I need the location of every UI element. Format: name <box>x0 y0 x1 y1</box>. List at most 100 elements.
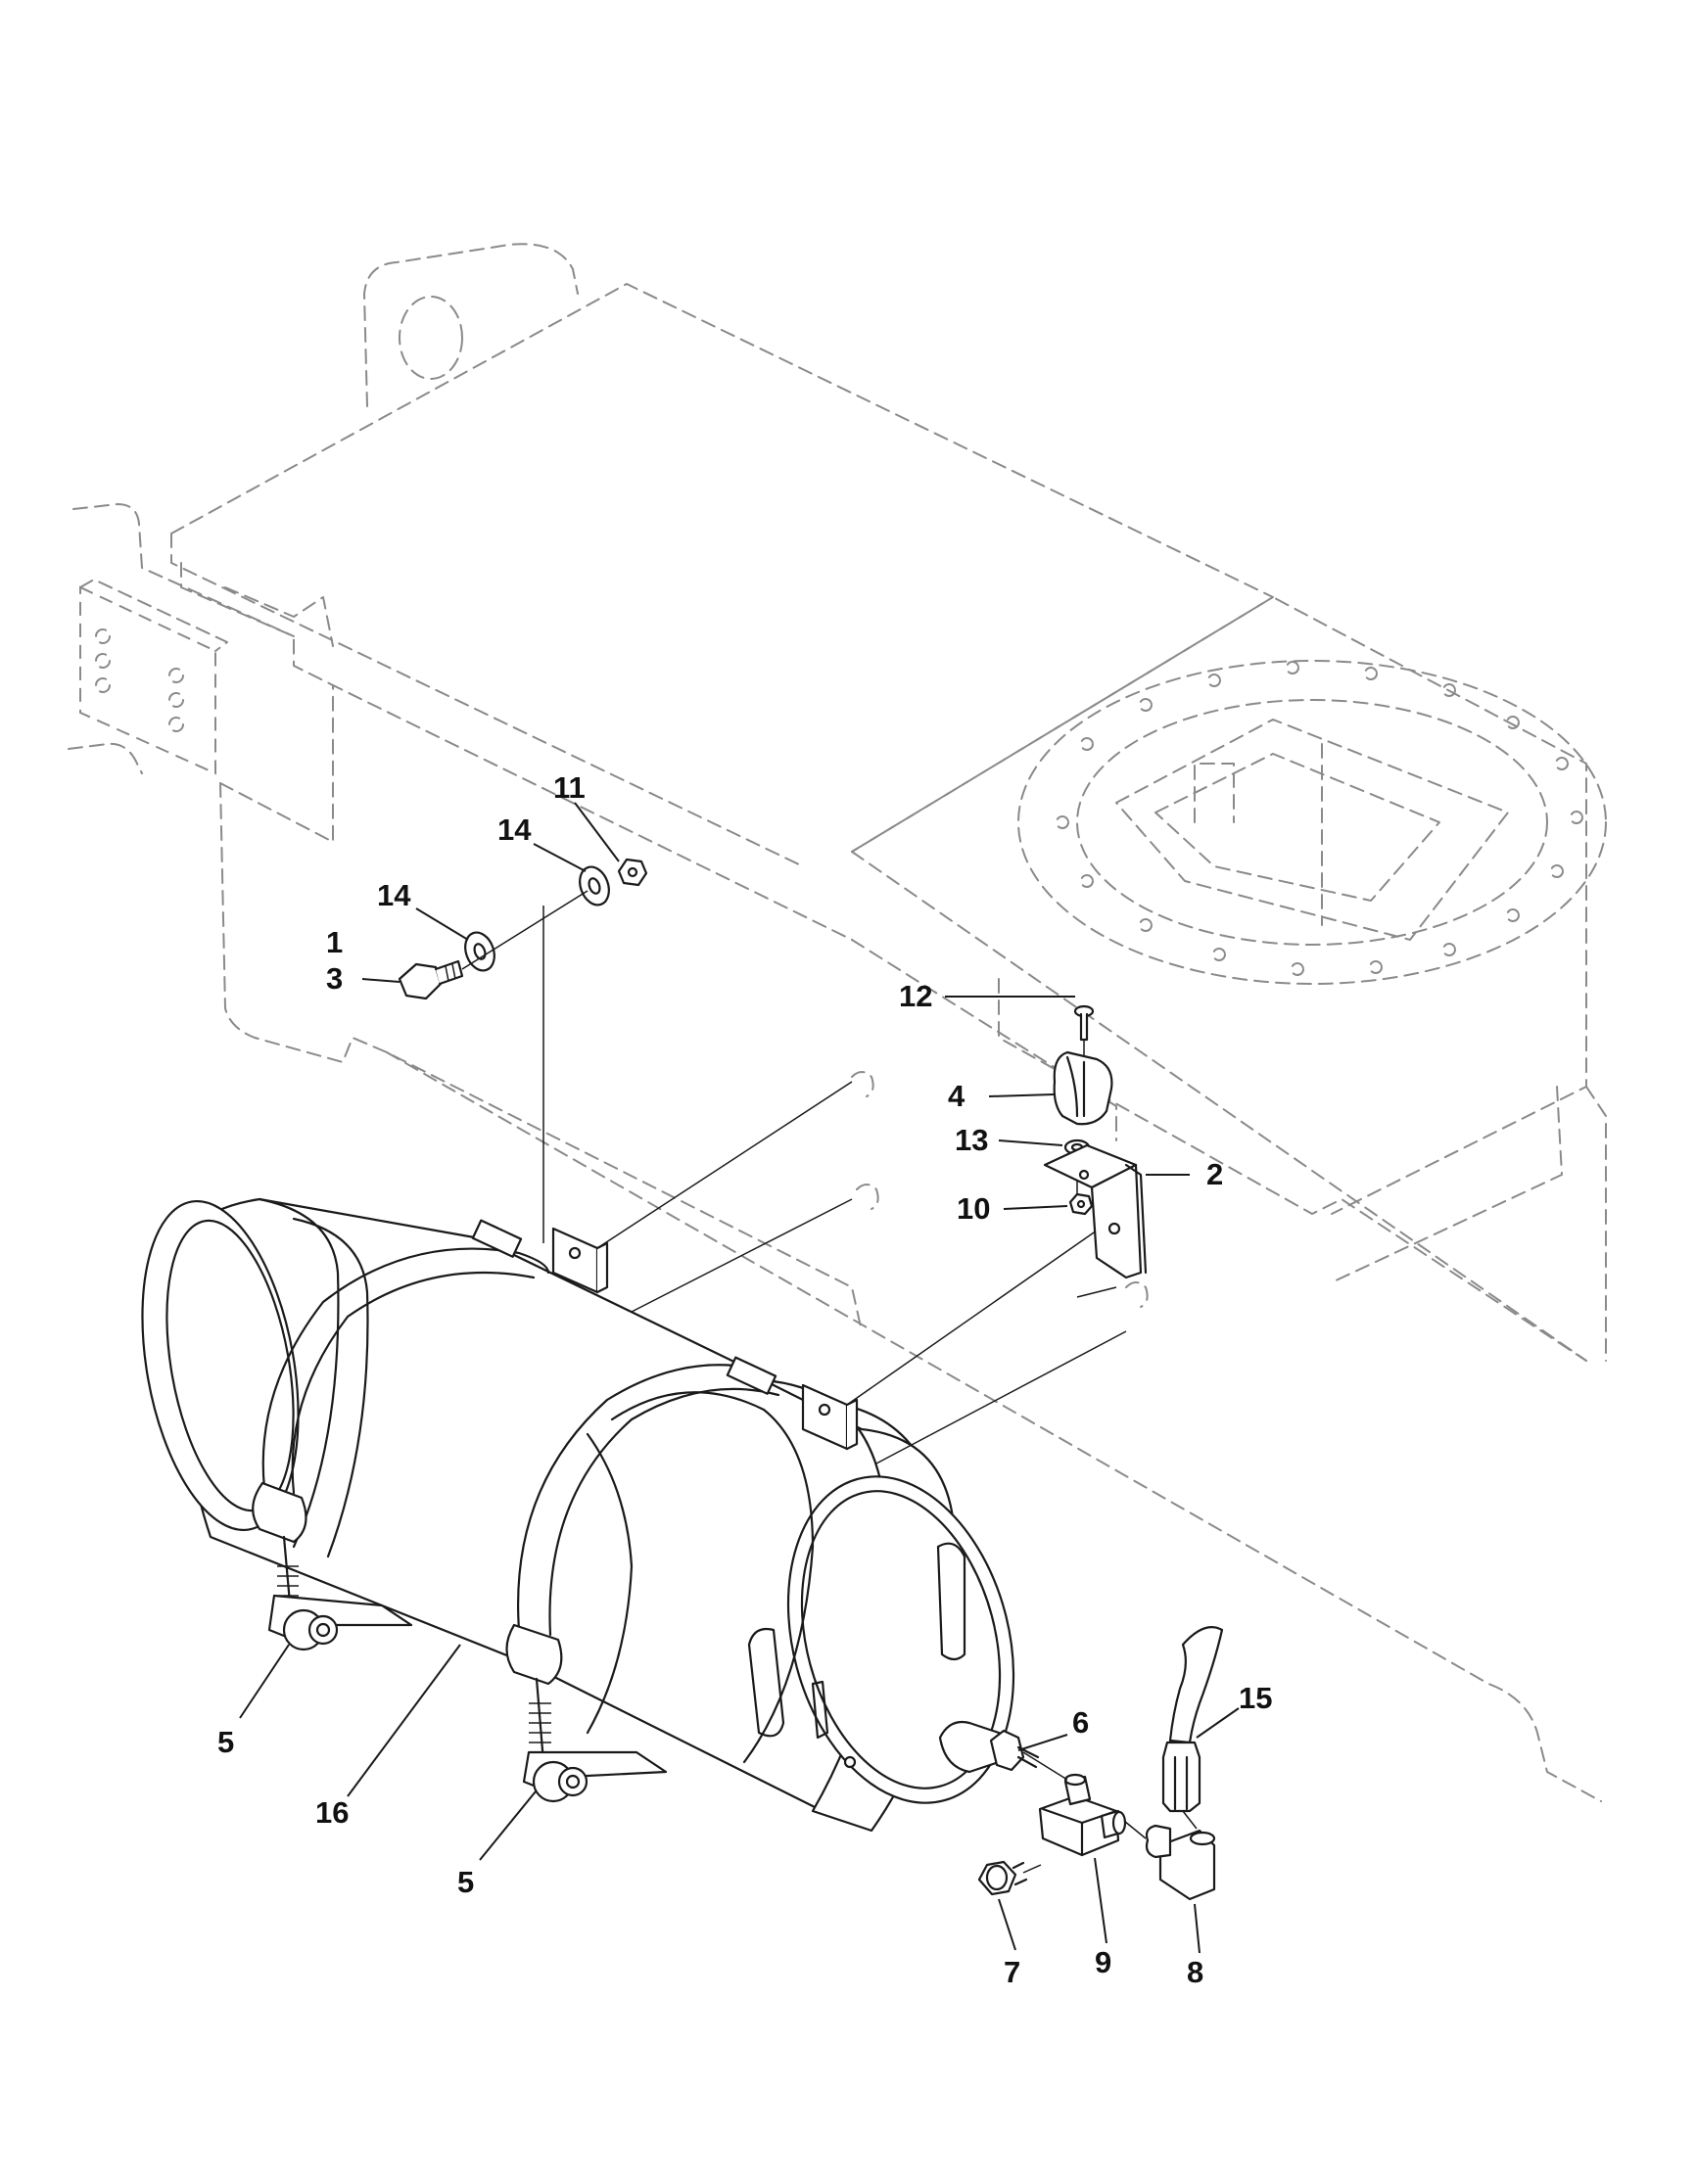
mount-bracket-flange <box>595 1241 609 1294</box>
clip-item-4 <box>1053 1050 1113 1126</box>
elbow-body <box>1158 1829 1216 1901</box>
callout-4: 4 <box>948 1079 965 1113</box>
frame-side-wall-top <box>219 684 853 941</box>
callout-15: 15 <box>1239 1681 1272 1715</box>
washer-item-14a <box>464 931 495 972</box>
leader-9 <box>1094 1857 1107 1944</box>
assembly-axis <box>461 890 589 970</box>
mount-bracket-right <box>801 1383 859 1451</box>
frame-side-wall <box>219 782 863 1332</box>
bolt-thread <box>445 963 456 982</box>
mount-bracket-hole <box>568 1246 582 1260</box>
bolt-hole <box>168 692 184 708</box>
adapter-item-6 <box>938 1720 1040 1774</box>
fitting-axis-lines <box>1022 1751 1198 1874</box>
callout-14-upper: 14 <box>497 813 532 847</box>
frame-long-beam-top <box>851 851 1587 1362</box>
outlet-drain <box>843 1755 857 1769</box>
frame-opening-web <box>1194 763 1235 823</box>
muffler-outlet-inner <box>800 1490 1002 1789</box>
callout-5-rear: 5 <box>217 1725 234 1759</box>
frame-left-rail-lower <box>68 742 143 774</box>
strap-band <box>517 1364 766 1632</box>
strap-tab <box>471 1219 523 1258</box>
callout-1: 1 <box>326 925 343 959</box>
bolt-hole <box>168 717 184 732</box>
callout-2: 2 <box>1206 1157 1223 1191</box>
callout-6: 6 <box>1072 1705 1089 1740</box>
strap-tbolt <box>535 1677 545 1764</box>
bracket-hole <box>315 1622 331 1638</box>
frame-opening-inner <box>1154 753 1440 902</box>
callout-14-lower: 14 <box>377 878 411 912</box>
callout-12: 12 <box>899 979 932 1013</box>
frame-long-beam-bottom <box>386 1051 1602 1802</box>
bolt-item-3 <box>398 959 464 1000</box>
frame-right-edge <box>1331 1086 1563 1283</box>
leader-lines <box>239 802 1240 1954</box>
angle-bracket-hole <box>1107 1222 1121 1235</box>
mount-bracket-hole <box>818 1403 831 1417</box>
strap-band <box>261 1247 550 1490</box>
clip-curve <box>1065 1055 1079 1118</box>
tube-nut <box>1161 1741 1201 1813</box>
elbow-port <box>1145 1824 1172 1859</box>
callout-13: 13 <box>955 1123 988 1157</box>
frame-bolt-plate-side <box>79 579 228 652</box>
strap-loop <box>252 1481 307 1544</box>
bracket-front <box>522 1750 668 1803</box>
plug-face <box>985 1864 1009 1891</box>
frame-beam-step <box>998 978 1587 1362</box>
strap-band-inner <box>291 1271 536 1495</box>
leader-11 <box>574 802 620 862</box>
callout-8: 8 <box>1187 1955 1203 1989</box>
nut-item-10 <box>1068 1192 1094 1216</box>
phantom-frame-structure <box>68 243 1607 1802</box>
frame-left-rail <box>72 503 295 637</box>
callout-9: 9 <box>1095 1945 1111 1979</box>
callout-5-front: 5 <box>457 1865 474 1899</box>
strap-band-inner <box>548 1387 780 1637</box>
bracket-rear <box>267 1594 413 1651</box>
strap-tbolt-thread <box>529 1702 551 1743</box>
callout-11: 11 <box>553 770 586 805</box>
plug-thread <box>1012 1861 1028 1886</box>
frame-beam-mid <box>851 939 1117 1141</box>
callout-10: 10 <box>957 1191 990 1226</box>
tube-item-15 <box>1161 1626 1224 1813</box>
muffler-assembly <box>141 1197 1015 1833</box>
frame-deck-rib <box>224 586 334 647</box>
bolt-hole <box>168 668 184 683</box>
adapter-hex <box>989 1729 1025 1772</box>
bolt-hole <box>95 653 111 669</box>
frame-right-deck <box>851 596 1587 1215</box>
bolt-head <box>398 962 443 1000</box>
leader-7 <box>998 1898 1016 1951</box>
strap-loop <box>505 1623 563 1686</box>
washer-item-13 <box>1063 1138 1091 1156</box>
frame-deck-edge <box>170 533 804 867</box>
frame-flange-opening <box>1115 719 1509 941</box>
leader-5a <box>239 1644 290 1719</box>
leader-8 <box>1194 1903 1201 1954</box>
elbow-item-8 <box>1145 1824 1216 1901</box>
washer-item-14b <box>579 865 610 906</box>
bolt-hole <box>95 628 111 644</box>
muffler-inlet-band2 <box>292 1217 369 1558</box>
frame-top-deck <box>170 283 1274 853</box>
callout-7: 7 <box>1004 1955 1020 1989</box>
angle-bracket-lip <box>1124 1163 1148 1275</box>
flange-bolt-holes <box>1056 661 1583 976</box>
bolt-hole <box>95 677 111 693</box>
frame-lifting-lug <box>363 243 579 407</box>
tee-item-9 <box>1038 1773 1127 1857</box>
clamp-strap-rear <box>252 1219 550 1627</box>
muffler-mid-band-back <box>586 1432 634 1735</box>
muffler-mid-band-front <box>610 1391 815 1764</box>
leader-10 <box>1003 1205 1068 1210</box>
mount-bracket-flange <box>845 1398 859 1451</box>
leader-13 <box>998 1139 1063 1146</box>
leader-3 <box>361 978 400 983</box>
callout-16: 16 <box>315 1795 349 1830</box>
